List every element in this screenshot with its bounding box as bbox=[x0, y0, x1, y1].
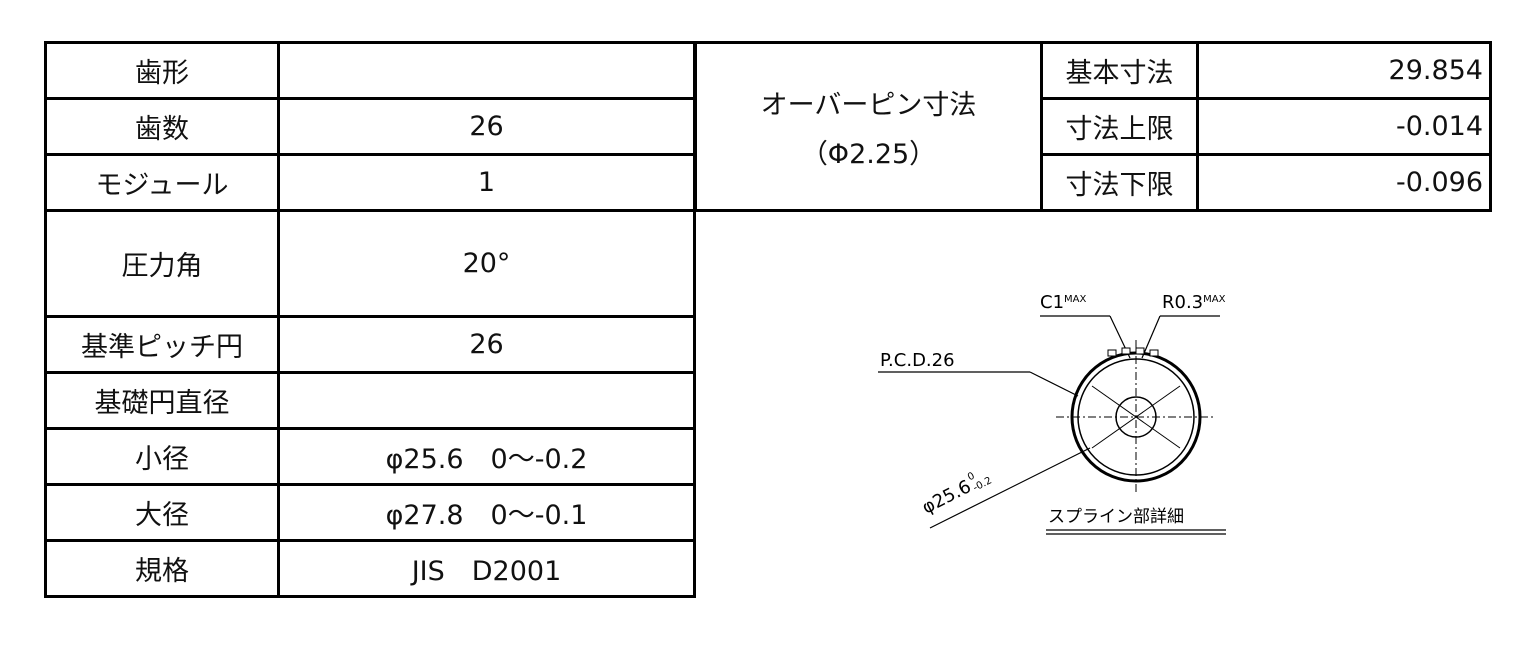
row-value-reference-pitch-circle: 26 bbox=[277, 315, 696, 374]
row-value-major-diameter: φ27.8 0～-0.1 bbox=[277, 483, 696, 542]
spline-tooth bbox=[1107, 349, 1117, 357]
table-row: 大径 φ27.8 0～-0.1 bbox=[44, 483, 696, 542]
over-pin-title: オーバーピン寸法 （Φ2.25） bbox=[694, 41, 1043, 212]
chamfer-label: C1MAX bbox=[1040, 292, 1087, 313]
spline-tooth bbox=[1149, 349, 1159, 357]
row-value-module: 1 bbox=[277, 153, 696, 212]
table-row: 圧力角 20° bbox=[44, 209, 696, 318]
table-row: モジュール 1 bbox=[44, 153, 696, 212]
row-value-base-circle-diameter bbox=[277, 371, 696, 430]
row-value-standard: JIS D2001 bbox=[277, 539, 696, 598]
svg-text:0: 0 bbox=[966, 471, 977, 484]
row-value-pressure-angle: 20° bbox=[277, 209, 696, 318]
row-label-tooth-profile: 歯形 bbox=[44, 41, 280, 100]
table-row: 歯数 26 bbox=[44, 97, 696, 156]
row-label-reference-pitch-circle: 基準ピッチ円 bbox=[44, 315, 280, 374]
spline-detail-drawing: C1MAX R0.3MAX P.C.D.26 φ25.6 0 -0.2 スプライ… bbox=[878, 292, 1226, 535]
over-pin-label-basic: 基本寸法 bbox=[1040, 41, 1199, 100]
diameter-leader-line bbox=[929, 447, 1091, 529]
row-label-module: モジュール bbox=[44, 153, 280, 212]
row-value-tooth-count: 26 bbox=[277, 97, 696, 156]
row-label-standard: 規格 bbox=[44, 539, 280, 598]
over-pin-table: オーバーピン寸法 （Φ2.25） 基本寸法 29.854 寸法上限 -0.014… bbox=[694, 41, 1492, 212]
table-row: オーバーピン寸法 （Φ2.25） 基本寸法 29.854 bbox=[694, 41, 1492, 212]
row-label-pressure-angle: 圧力角 bbox=[44, 209, 280, 318]
pcd-leader-arrow bbox=[1029, 371, 1079, 397]
over-pin-value-basic: 29.854 bbox=[1196, 41, 1492, 100]
over-pin-value-upper: -0.014 bbox=[1196, 97, 1492, 156]
radius-label: R0.3MAX bbox=[1162, 292, 1226, 313]
table-row: 寸法下限 -0.096 bbox=[696, 153, 1492, 212]
diameter-label: φ25.6 0 -0.2 bbox=[919, 471, 994, 519]
table-row: 規格 JIS D2001 bbox=[44, 539, 696, 598]
over-pin-label-lower: 寸法下限 bbox=[1040, 153, 1199, 212]
row-label-minor-diameter: 小径 bbox=[44, 427, 280, 486]
row-label-major-diameter: 大径 bbox=[44, 483, 280, 542]
over-pin-title-line1: オーバーピン寸法 bbox=[760, 89, 977, 121]
svg-text:φ25.6: φ25.6 bbox=[919, 476, 975, 518]
spline-tooth bbox=[1135, 347, 1145, 355]
row-label-base-circle-diameter: 基礎円直径 bbox=[44, 371, 280, 430]
spline-tooth bbox=[1121, 347, 1131, 355]
table-row: 小径 φ25.6 0～-0.2 bbox=[44, 427, 696, 486]
diagonal-line bbox=[1091, 385, 1181, 449]
spline-spec-table: 歯形 歯数 26 モジュール 1 圧力角 20° 基準ピッチ円 26 基礎円直径… bbox=[44, 41, 696, 598]
pcd-label: P.C.D.26 bbox=[880, 350, 955, 371]
over-pin-title-line2: （Φ2.25） bbox=[800, 138, 937, 170]
row-value-minor-diameter: φ25.6 0～-0.2 bbox=[277, 427, 696, 486]
row-label-tooth-count: 歯数 bbox=[44, 97, 280, 156]
table-row: 基準ピッチ円 26 bbox=[44, 315, 696, 374]
row-value-tooth-profile bbox=[277, 41, 696, 100]
over-pin-label-upper: 寸法上限 bbox=[1040, 97, 1199, 156]
table-row: 歯形 bbox=[44, 41, 696, 100]
table-row: 基礎円直径 bbox=[44, 371, 696, 430]
table-row: 寸法上限 -0.014 bbox=[696, 97, 1492, 156]
over-pin-value-lower: -0.096 bbox=[1196, 153, 1492, 212]
drawing-caption: スプライン部詳細 bbox=[1048, 507, 1184, 527]
radius-leader-arrow bbox=[1141, 315, 1161, 359]
